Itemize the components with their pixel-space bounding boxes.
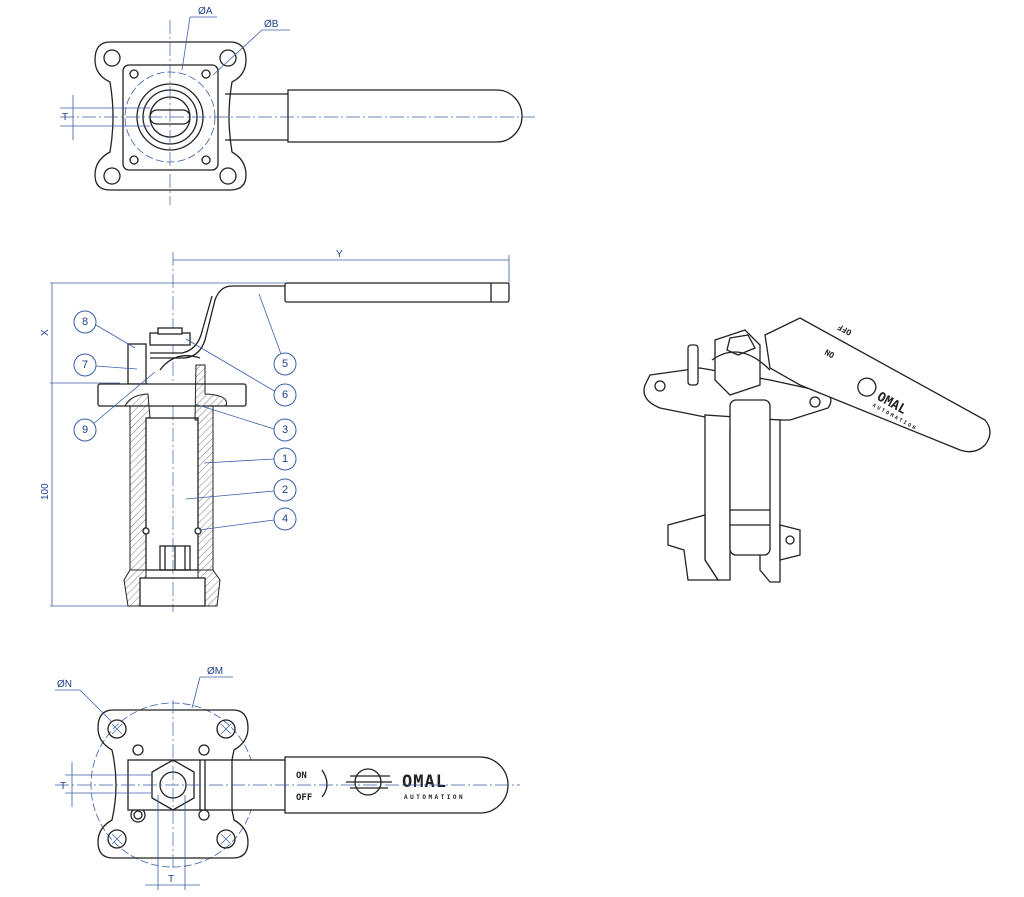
- svg-text:5: 5: [282, 358, 288, 370]
- svg-text:4: 4: [282, 513, 288, 525]
- balloon-7: 7: [73, 353, 97, 377]
- dim-a-label: ØA: [198, 6, 213, 17]
- balloon-8: 8: [73, 310, 97, 334]
- svg-text:3: 3: [282, 424, 288, 436]
- dim-n-label: ØN: [57, 679, 72, 690]
- isometric-view: ON OFF OMAL AUTOMATION: [643, 317, 991, 583]
- balloon-5: 5: [273, 352, 297, 376]
- iso-handle-on-label: ON: [823, 347, 836, 360]
- handle-on-label: ON: [296, 771, 307, 781]
- bottom-view: ON OFF OMAL AUTOMATION T T ØN ØM: [55, 666, 520, 890]
- dim-x-label: X: [40, 329, 51, 336]
- dim-t-bottom-label: T: [168, 874, 174, 885]
- dim-height-label: 100: [40, 483, 51, 500]
- balloon-1: 1: [273, 447, 297, 471]
- balloon-4: 4: [273, 507, 297, 531]
- svg-text:6: 6: [282, 389, 288, 401]
- handle-off-label: OFF: [296, 793, 312, 803]
- balloon-2: 2: [273, 478, 297, 502]
- svg-text:7: 7: [82, 359, 88, 371]
- brand-name: OMAL: [402, 772, 447, 792]
- balloon-9: 9: [73, 418, 97, 442]
- rotate-arrow-icon: [321, 769, 328, 798]
- svg-text:2: 2: [282, 484, 288, 496]
- brand-logo-mark: [346, 768, 392, 796]
- dim-b-label: ØB: [264, 19, 279, 30]
- svg-text:9: 9: [82, 424, 88, 436]
- balloon-3: 3: [273, 418, 297, 442]
- iso-handle-off-label: OFF: [836, 322, 853, 337]
- section-view: Y X 100 8 7 9 5 6 3 1 2 4: [40, 249, 510, 612]
- dim-t-left-label: T: [60, 781, 66, 792]
- dim-y-label: Y: [336, 249, 343, 260]
- svg-text:1: 1: [282, 453, 288, 465]
- dim-t-label: T: [62, 112, 68, 123]
- top-view: T ØA ØB: [60, 6, 535, 205]
- balloon-6: 6: [273, 383, 297, 407]
- brand-subtitle: AUTOMATION: [404, 794, 465, 801]
- svg-text:8: 8: [82, 316, 88, 328]
- dim-m-label: ØM: [207, 666, 223, 677]
